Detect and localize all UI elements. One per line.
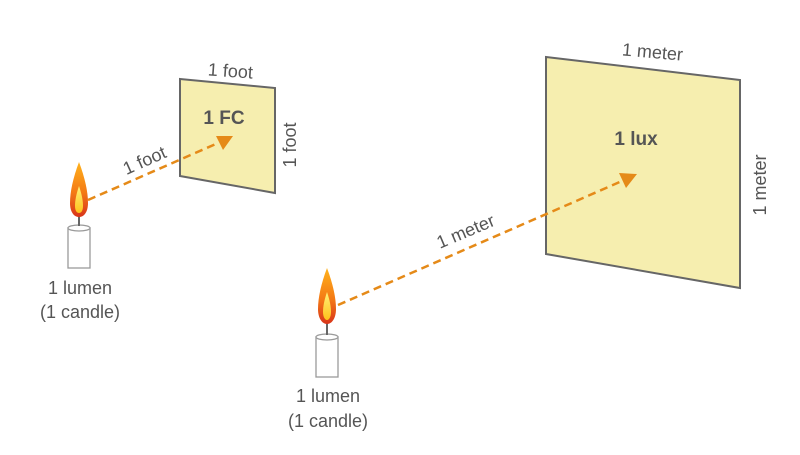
right-panel [545, 55, 741, 290]
right-source-label-line1: 1 lumen [296, 386, 360, 406]
right-panel-side-label: 1 meter [750, 154, 770, 215]
right-beam-arrowhead [619, 173, 637, 188]
right-beam-label: 1 meter [434, 210, 498, 252]
left-source-label-line1: 1 lumen [48, 278, 112, 298]
left-candle-icon [67, 162, 91, 269]
right-panel-center-label: 1 lux [614, 129, 658, 150]
left-beam-arrowhead [216, 136, 233, 150]
left-setup: 1 foot 1 foot 1 FC 1 foot 1 lumen (1 can… [40, 59, 300, 322]
left-source-label-line2: (1 candle) [40, 302, 120, 322]
right-flame-icon [318, 268, 336, 324]
left-flame-icon [70, 162, 88, 217]
right-candle-icon [315, 268, 339, 378]
right-panel-top-label: 1 meter [621, 39, 684, 64]
left-panel-top-label: 1 foot [207, 59, 253, 82]
right-setup: 1 meter 1 meter 1 lux 1 meter 1 lumen (1… [288, 39, 770, 431]
right-source-label-line2: (1 candle) [288, 411, 368, 431]
left-panel-center-label: 1 FC [203, 108, 244, 129]
left-light-beam [87, 141, 219, 202]
left-beam-label: 1 foot [120, 142, 169, 179]
left-panel-side-label: 1 foot [280, 122, 300, 167]
